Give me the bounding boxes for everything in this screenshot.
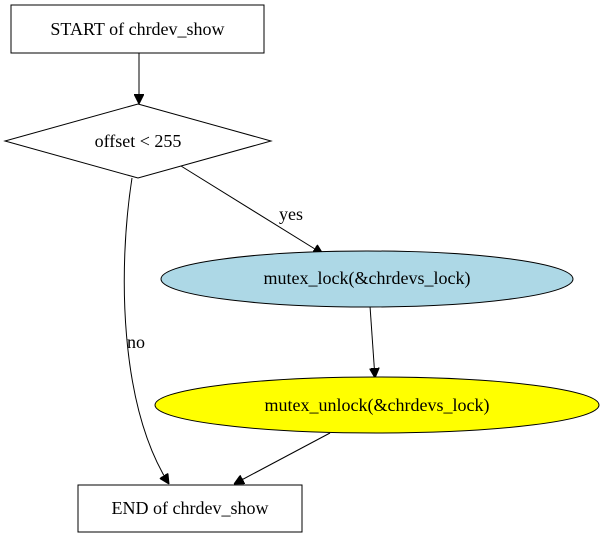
edge-no-label: no: [127, 332, 145, 352]
node-lock-shape: [160, 250, 574, 308]
edge-decision-to-end: no: [123, 177, 169, 484]
node-lock-label: mutex_lock(&chrdevs_lock): [264, 268, 471, 289]
node-start-label: START of chrdev_show: [50, 19, 224, 39]
edge-unlock-to-end: [234, 432, 331, 484]
node-lock: mutex_lock(&chrdevs_lock): [160, 250, 574, 308]
edge-decision-to-lock-line: [180, 165, 323, 254]
node-end: END of chrdev_show: [77, 484, 303, 533]
edge-decision-to-lock: yes: [180, 165, 323, 254]
node-unlock-label: mutex_unlock(&chrdevs_lock): [265, 395, 490, 416]
node-start: START of chrdev_show: [10, 4, 265, 54]
node-decision: offset < 255: [3, 103, 273, 179]
node-start-shape: [10, 4, 265, 54]
node-decision-shape: [3, 103, 273, 179]
edge-yes-label: yes: [279, 204, 303, 224]
node-decision-label: offset < 255: [95, 131, 182, 151]
node-end-shape: [77, 484, 303, 533]
edge-decision-to-end-line: [123, 177, 169, 484]
edge-lock-to-unlock-line: [370, 305, 375, 378]
edge-unlock-to-end-line: [234, 432, 331, 484]
node-unlock-shape: [154, 376, 600, 434]
edge-lock-to-unlock: [370, 305, 375, 378]
node-unlock: mutex_unlock(&chrdevs_lock): [154, 376, 600, 434]
node-end-label: END of chrdev_show: [112, 498, 269, 518]
